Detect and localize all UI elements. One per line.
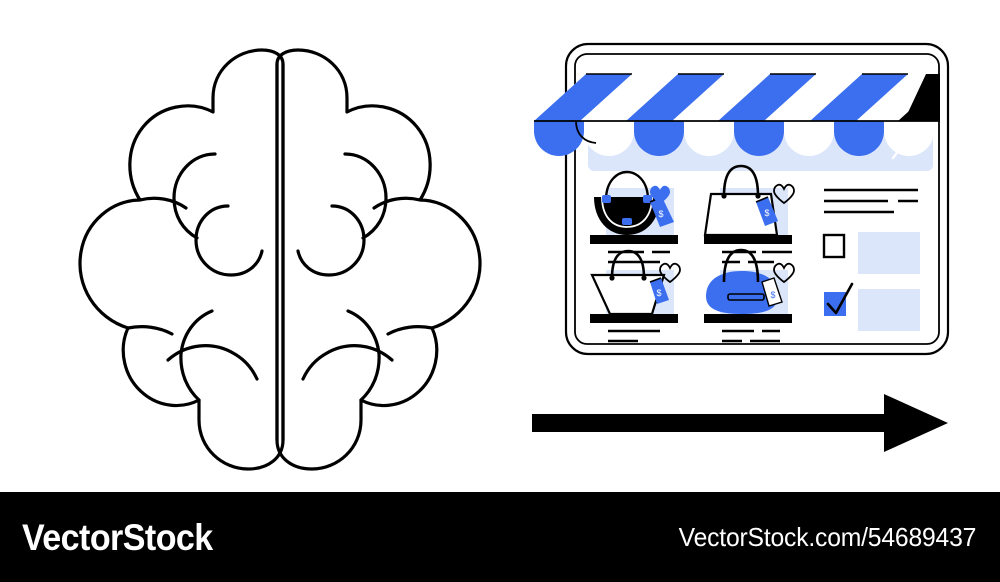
right-arrow-icon	[532, 394, 948, 452]
bag-body	[594, 197, 660, 235]
bag-hardware-left	[602, 195, 611, 203]
awning-scallops	[534, 121, 934, 156]
awning-canopy	[534, 73, 940, 122]
brain-left-hemisphere	[78, 48, 285, 471]
sidebar-text-lines	[824, 188, 918, 214]
checkbox-checked[interactable]	[824, 292, 846, 316]
filter-sidebar	[822, 188, 920, 331]
handle-rivet	[641, 275, 647, 281]
arrow-svg	[532, 394, 948, 452]
watermark-footer: VectorStock VectorStock.com/54689437	[0, 492, 1000, 582]
filter-row[interactable]	[822, 232, 920, 274]
storefront-awning	[534, 73, 940, 156]
heart-outline-icon[interactable]	[773, 262, 795, 284]
bag-handle	[610, 249, 646, 279]
brain-illustration	[40, 28, 520, 476]
filter-row[interactable]	[824, 282, 920, 331]
awning-support-hook	[575, 120, 597, 144]
bag-handle	[604, 170, 650, 201]
price-tag: $	[755, 196, 778, 226]
bag-clasp	[622, 218, 632, 225]
bag-handle	[722, 248, 760, 283]
product-card[interactable]: $	[590, 170, 678, 264]
checkbox-unchecked[interactable]	[822, 233, 846, 259]
bag-flap-seam	[601, 196, 653, 228]
svg-text:$: $	[656, 288, 661, 298]
product-text-lines	[608, 329, 660, 343]
product-text-lines	[722, 329, 780, 343]
svg-text:$: $	[658, 209, 663, 219]
filter-swatch[interactable]	[858, 289, 920, 331]
bag-handle	[722, 164, 760, 197]
brain-svg	[78, 48, 482, 471]
product-shelf	[704, 314, 792, 323]
product-shelf	[704, 235, 792, 244]
heart-outline-icon[interactable]	[773, 183, 795, 205]
filter-swatch[interactable]	[858, 232, 920, 274]
price-tag: $	[649, 277, 669, 304]
handle-rivet	[721, 193, 727, 199]
brand-url: VectorStock.com/54689437	[678, 522, 976, 552]
svg-text:$: $	[764, 208, 769, 218]
online-shop-illustration: $	[528, 30, 960, 380]
artwork-area: $	[40, 28, 960, 476]
product-shelf	[590, 235, 678, 244]
heart-filled-icon[interactable]	[650, 185, 670, 204]
arrow-illustration	[528, 392, 952, 454]
shop-svg: $	[534, 42, 950, 356]
price-tag: $	[761, 277, 783, 307]
product-card[interactable]: $	[704, 248, 795, 343]
checkmark-icon	[826, 282, 854, 315]
bag-hardware-right	[643, 195, 652, 203]
product-card[interactable]: $	[703, 164, 795, 264]
bag-zipper	[727, 293, 765, 301]
handle-rivet	[755, 193, 761, 199]
product-shelf	[590, 314, 678, 323]
svg-text:$: $	[770, 290, 775, 300]
tablet-screen: $	[588, 126, 933, 343]
handle-rivet	[609, 275, 615, 281]
product-card[interactable]: $	[590, 249, 681, 343]
brain-right-hemisphere	[275, 48, 482, 471]
brand-logo: VectorStock	[22, 516, 213, 558]
heart-outline-icon[interactable]	[659, 262, 681, 284]
